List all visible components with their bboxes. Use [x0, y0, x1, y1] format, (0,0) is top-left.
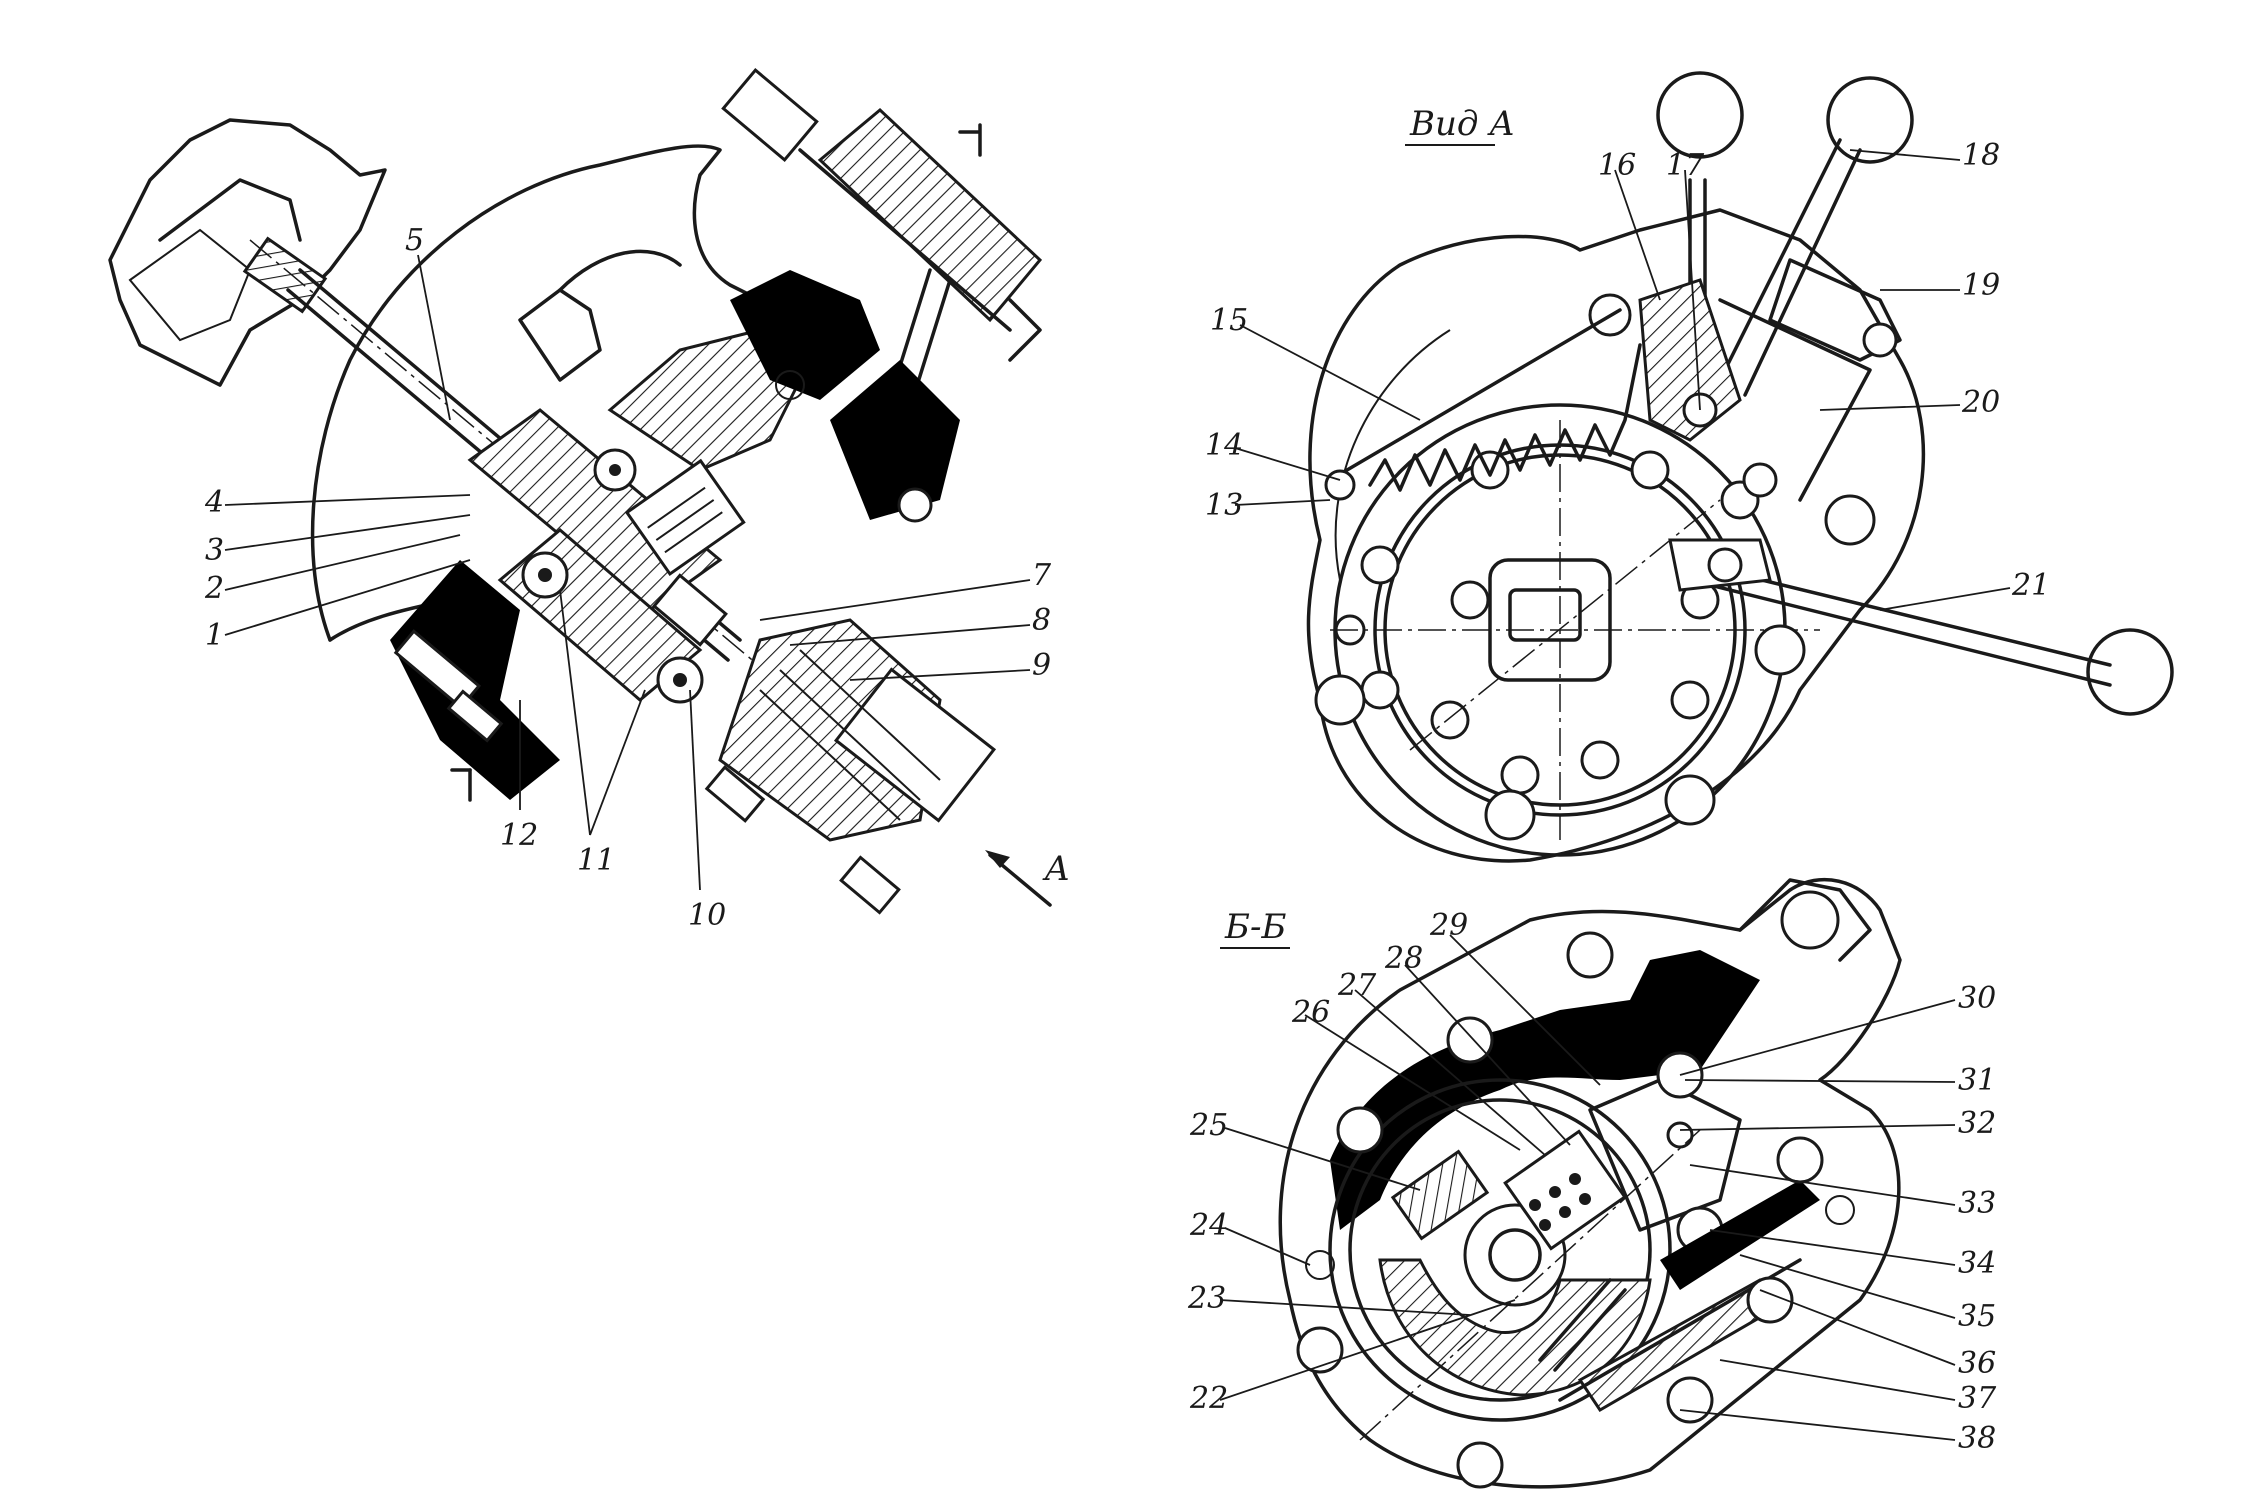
callout-22: 22 [1189, 1381, 1228, 1416]
callout-33: 33 [1958, 1186, 1996, 1221]
callout-17: 17 [1666, 148, 1705, 183]
callout-10: 10 [688, 898, 726, 933]
view-a-drawing [1306, 71, 2174, 863]
callout-5: 5 [405, 223, 424, 258]
view-a-title: Вид А [1409, 104, 1515, 144]
callout-18: 18 [1962, 138, 2000, 173]
callout-8: 8 [1032, 603, 1051, 638]
callout-34: 34 [1958, 1246, 1996, 1281]
callout-3: 3 [205, 533, 224, 568]
callout-24: 24 [1189, 1208, 1228, 1243]
callout-37: 37 [1958, 1381, 1997, 1416]
view-titles: Вид А Б-Б A [1042, 104, 1515, 949]
callout-19: 19 [1962, 268, 2000, 303]
arrow-a-label: A [1042, 849, 1070, 889]
callout-28: 28 [1384, 941, 1423, 976]
callout-29: 29 [1429, 908, 1468, 943]
left-assembly-view [108, 68, 1052, 915]
callout-4: 4 [204, 485, 224, 520]
callout-23: 23 [1187, 1281, 1226, 1316]
callout-11: 11 [577, 843, 615, 878]
callout-26: 26 [1291, 995, 1330, 1030]
callout-21: 21 [2011, 568, 2050, 603]
callout-2: 2 [204, 571, 224, 606]
callout-25: 25 [1189, 1108, 1228, 1143]
callout-30: 30 [1958, 981, 1996, 1016]
callout-27: 27 [1337, 968, 1377, 1003]
callout-31: 31 [1958, 1063, 1996, 1098]
section-bb-title: Б-Б [1224, 907, 1286, 947]
section-bb-callout-leaders [1219, 934, 1956, 1441]
callout-16: 16 [1598, 148, 1636, 183]
callout-38: 38 [1958, 1421, 1996, 1456]
callout-labels: 1 2 3 4 5 7 8 9 10 11 12 13 14 15 16 17 … [204, 138, 2050, 1456]
callout-1: 1 [205, 618, 224, 653]
callout-15: 15 [1210, 303, 1248, 338]
callout-12: 12 [500, 818, 538, 853]
callout-36: 36 [1958, 1346, 1996, 1381]
callout-35: 35 [1958, 1299, 1996, 1334]
section-bb-drawing [1278, 877, 1902, 1489]
callout-32: 32 [1958, 1106, 1996, 1141]
callout-20: 20 [1961, 385, 2000, 420]
callout-9: 9 [1032, 648, 1051, 683]
left-callout-leaders [224, 254, 1031, 891]
callout-7: 7 [1032, 558, 1052, 593]
callout-13: 13 [1205, 488, 1243, 523]
view-a-callout-leaders [1234, 149, 2011, 611]
callout-14: 14 [1205, 428, 1243, 463]
